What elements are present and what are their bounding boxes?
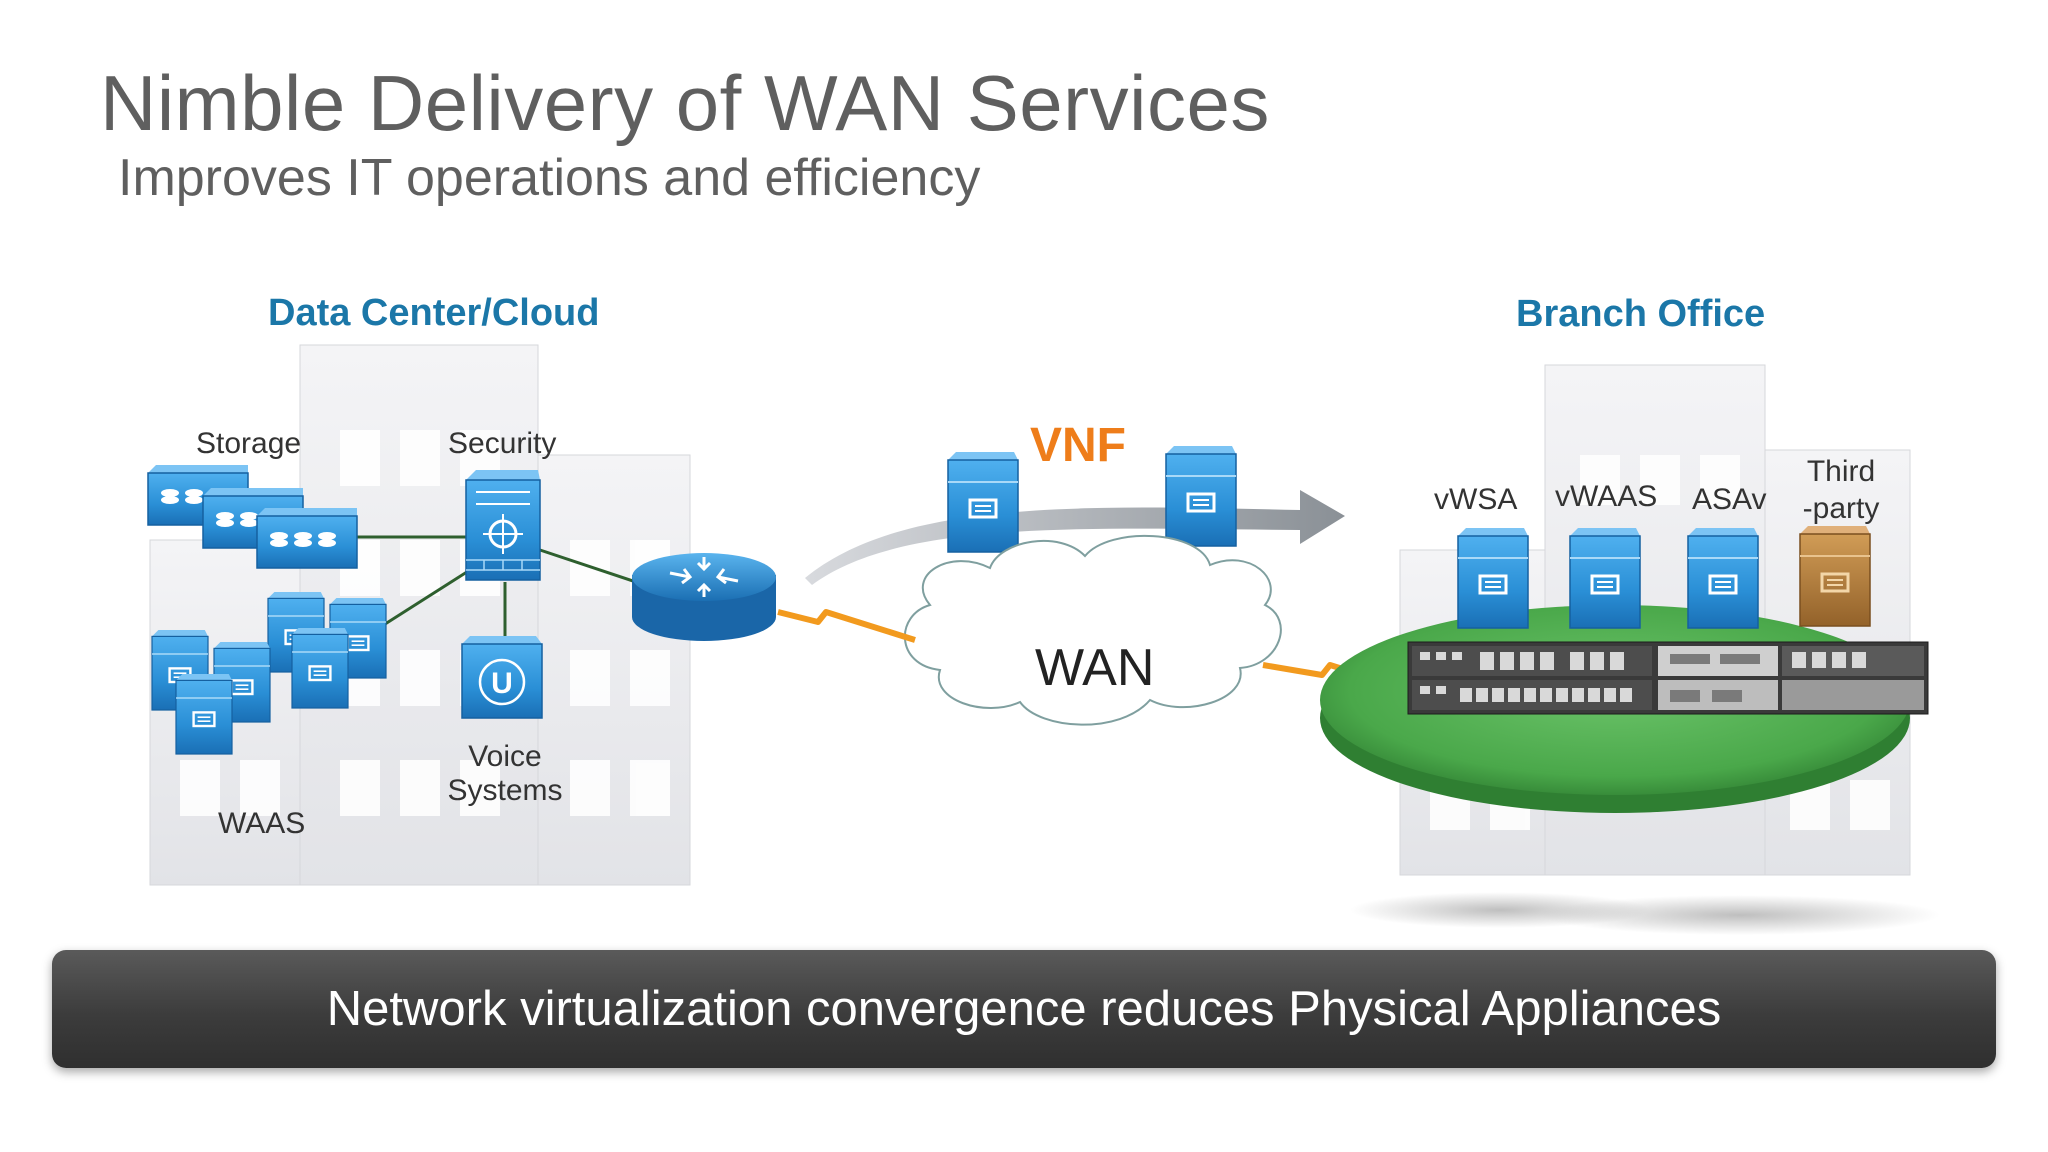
data-center-heading: Data Center/Cloud	[268, 292, 600, 334]
svg-text:U: U	[491, 667, 513, 700]
vwsa-label: vWSA	[1434, 483, 1518, 516]
page-title: Nimble Delivery of WAN Services	[100, 59, 1270, 147]
asav-label: ASAv	[1692, 483, 1767, 516]
voice-systems-label: Voice Systems	[441, 740, 569, 808]
summary-banner: Network virtualization convergence reduc…	[52, 950, 1996, 1068]
vwaas-label: vWAAS	[1555, 480, 1658, 513]
wan-label: WAN	[1035, 639, 1155, 697]
page-subtitle: Improves IT operations and efficiency	[118, 149, 981, 207]
firewall-icon	[465, 470, 541, 581]
voice-label-line2: Systems	[447, 774, 563, 807]
third-party-line2: -party	[1802, 492, 1880, 525]
third-party-label: Third -party	[1795, 453, 1887, 527]
vnf-label: VNF	[1030, 419, 1126, 472]
router-icon	[632, 553, 776, 641]
third-party-line1: Third	[1806, 455, 1876, 488]
voice-label-line1: Voice	[468, 740, 542, 773]
wan-cloud-icon	[904, 534, 1282, 726]
storage-label: Storage	[196, 427, 302, 460]
server-icon	[1456, 526, 1760, 630]
data-center-buildings	[149, 344, 691, 886]
third-party-server-icon	[1799, 526, 1871, 627]
router-chassis-icon	[1407, 641, 1929, 715]
waas-label: WAAS	[218, 807, 306, 840]
banner-text: Network virtualization convergence reduc…	[326, 982, 1722, 1036]
branch-office-heading: Branch Office	[1516, 293, 1766, 335]
security-label: Security	[448, 427, 557, 460]
voice-server-icon: U	[461, 636, 543, 719]
